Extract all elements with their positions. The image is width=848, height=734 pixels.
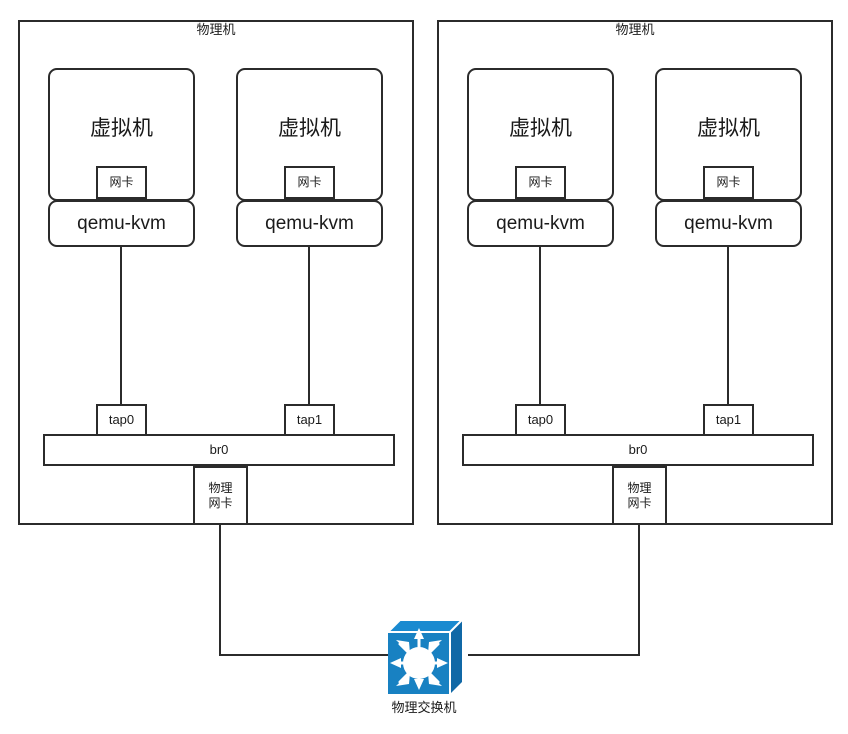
- host2-uplink-horizontal: [468, 654, 640, 656]
- qemu-kvm-box-1-1: qemu-kvm: [48, 200, 195, 247]
- qemu-kvm-box-2-2: qemu-kvm: [655, 200, 802, 247]
- physical-switch-icon: [384, 616, 464, 696]
- host1-uplink-vertical: [219, 525, 221, 656]
- switch-caption: 物理交换机: [391, 700, 457, 715]
- network-switch-icon: [387, 619, 463, 694]
- host1-uplink-horizontal: [219, 654, 389, 656]
- physical-nic-line1-1: 物理: [208, 481, 233, 495]
- vm-to-tap-line-2-2: [727, 247, 729, 405]
- physical-nic-line2-1: 网卡: [208, 496, 233, 510]
- vm-nic-box-1-1: 网卡: [96, 166, 147, 199]
- vm-to-tap-line-1-2: [308, 247, 310, 405]
- vm-label-2-1: 虚拟机: [509, 117, 572, 140]
- tap-box-2-1: tap0: [515, 404, 566, 436]
- host-title-1: 物理机: [196, 22, 236, 37]
- vm-nic-box-2-2: 网卡: [703, 166, 754, 199]
- bridge-box-2: br0: [462, 434, 814, 466]
- tap-box-2-2: tap1: [703, 404, 754, 436]
- vm-label-1-2: 虚拟机: [278, 117, 341, 140]
- vm-nic-box-1-2: 网卡: [284, 166, 335, 199]
- qemu-kvm-box-1-2: qemu-kvm: [236, 200, 383, 247]
- host2-uplink-vertical: [638, 525, 640, 656]
- vm-nic-box-2-1: 网卡: [515, 166, 566, 199]
- physical-nic-box-1: 物理 网卡: [193, 466, 248, 525]
- vm-label-1-1: 虚拟机: [90, 117, 153, 140]
- physical-nic-box-2: 物理 网卡: [612, 466, 667, 525]
- vm-to-tap-line-1-1: [120, 247, 122, 405]
- tap-box-1-2: tap1: [284, 404, 335, 436]
- physical-nic-line2-2: 网卡: [627, 496, 652, 510]
- vm-label-2-2: 虚拟机: [697, 117, 760, 140]
- bridge-box-1: br0: [43, 434, 395, 466]
- physical-nic-line1-2: 物理: [627, 481, 652, 495]
- vm-to-tap-line-2-1: [539, 247, 541, 405]
- host-title-2: 物理机: [615, 22, 655, 37]
- tap-box-1-1: tap0: [96, 404, 147, 436]
- qemu-kvm-box-2-1: qemu-kvm: [467, 200, 614, 247]
